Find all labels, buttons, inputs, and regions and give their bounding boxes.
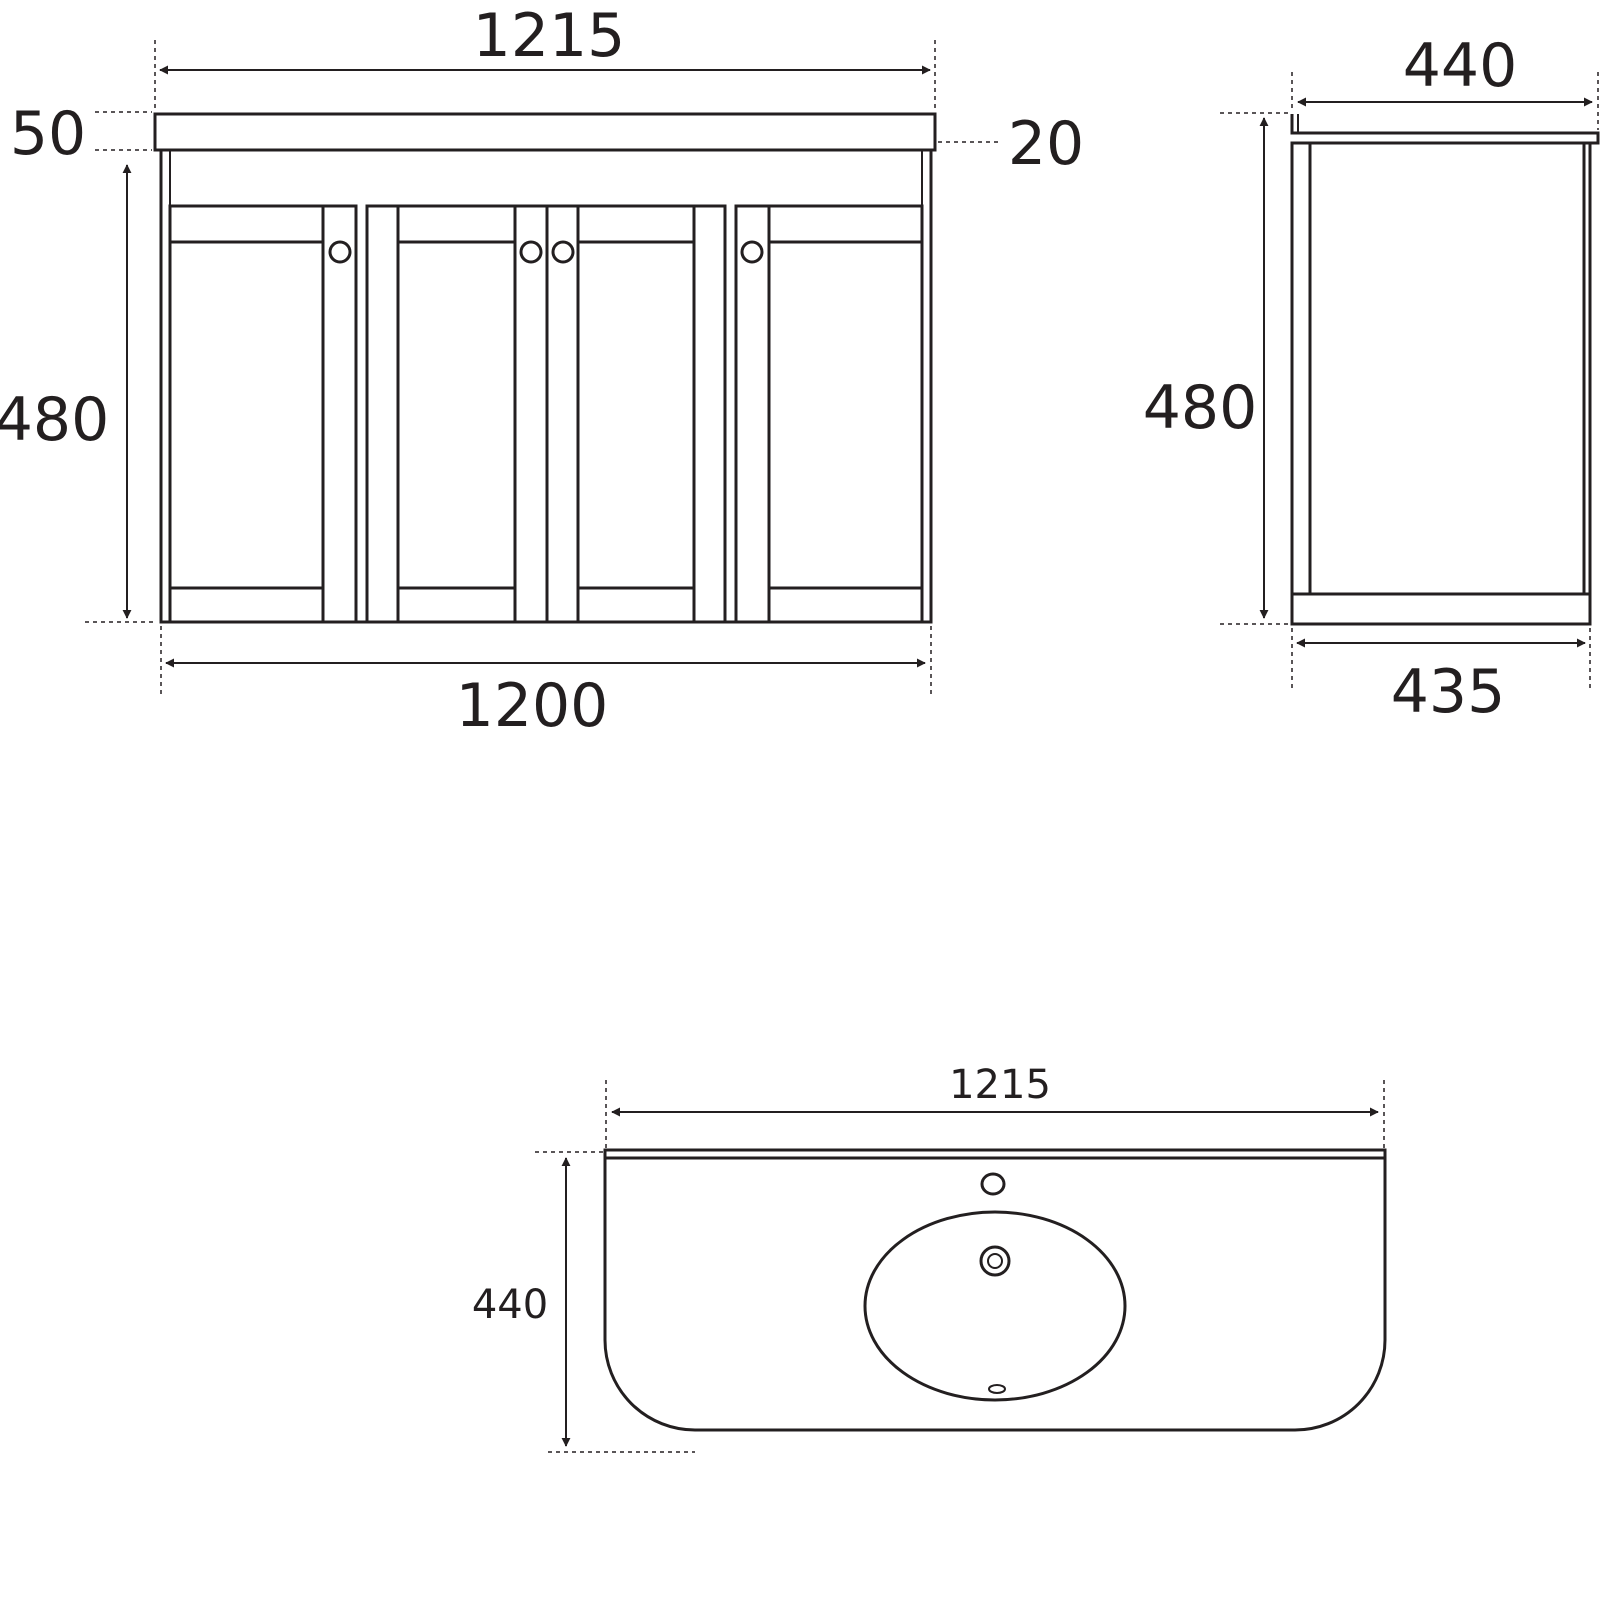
side-body-height-label: 480 <box>1143 373 1258 443</box>
front-top-width-label: 1215 <box>473 1 626 71</box>
front-view: 1215 50 20 480 1200 <box>0 1 1084 741</box>
overflow-slot <box>988 1384 1006 1394</box>
side-body-depth-label: 435 <box>1391 657 1506 727</box>
front-body-width-label: 1200 <box>456 671 609 741</box>
door-2 <box>365 204 549 624</box>
side-cabinet-body <box>1290 141 1592 626</box>
door-knob-1 <box>328 240 352 264</box>
door-3 <box>545 204 727 624</box>
front-body-height-label: 480 <box>0 385 109 455</box>
front-overhang-label: 20 <box>1008 109 1084 179</box>
front-countertop <box>153 112 937 152</box>
front-top-thickness-label: 50 <box>10 99 86 169</box>
side-top-depth-label: 440 <box>1403 31 1518 101</box>
side-countertop <box>1290 114 1600 145</box>
door-knob-4 <box>740 240 764 264</box>
door-knob-2 <box>519 240 543 264</box>
tap-hole <box>980 1172 1006 1196</box>
plan-countertop <box>603 1148 1387 1432</box>
side-view: 440 480 435 <box>1143 31 1600 727</box>
door-1 <box>168 204 358 624</box>
plan-depth-label: 440 <box>472 1282 548 1328</box>
drain-outer <box>979 1245 1011 1277</box>
basin-bowl <box>863 1210 1127 1402</box>
door-4 <box>734 204 924 624</box>
drain-inner <box>987 1253 1003 1269</box>
plan-view: 1215 440 <box>472 1062 1387 1453</box>
door-knob-3 <box>551 240 575 264</box>
plan-width-label: 1215 <box>949 1062 1051 1108</box>
